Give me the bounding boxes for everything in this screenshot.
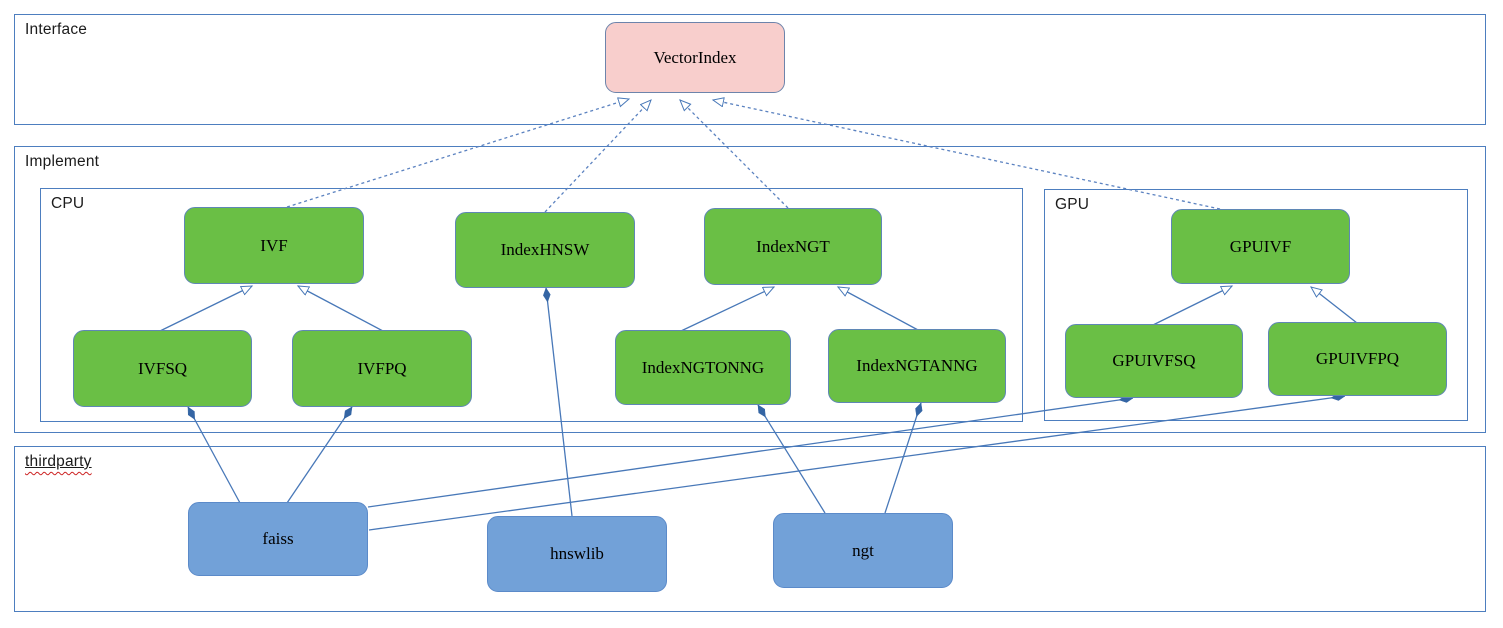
- node-ivfpq-label: IVFPQ: [357, 358, 407, 378]
- node-gpuivfsq-label: GPUIVFSQ: [1112, 351, 1196, 370]
- node-indexhnsw[interactable]: IndexHNSW: [455, 212, 635, 288]
- node-indexngtonng[interactable]: IndexNGTONNG: [615, 330, 791, 405]
- node-ivf[interactable]: IVF: [184, 207, 364, 284]
- node-indexngt[interactable]: IndexNGT: [704, 208, 882, 285]
- thirdparty-section-label: thirdparty: [25, 453, 92, 470]
- node-ngt[interactable]: ngt: [773, 513, 953, 588]
- node-ivfpq[interactable]: IVFPQ: [292, 330, 472, 407]
- node-hnswlib[interactable]: hnswlib: [487, 516, 667, 592]
- node-gpuivfpq[interactable]: GPUIVFPQ: [1268, 322, 1447, 396]
- implement-section-label: Implement: [25, 153, 100, 170]
- node-faiss[interactable]: faiss: [188, 502, 368, 576]
- node-faiss-label: faiss: [262, 529, 294, 548]
- node-hnswlib-label: hnswlib: [550, 544, 604, 563]
- node-gpuivfsq[interactable]: GPUIVFSQ: [1065, 324, 1243, 398]
- node-vectorindex-label: VectorIndex: [653, 47, 737, 67]
- interface-section-label: Interface: [25, 21, 88, 38]
- node-ivfsq[interactable]: IVFSQ: [73, 330, 252, 407]
- node-gpuivf-label: GPUIVF: [1229, 236, 1292, 256]
- node-ngt-label: ngt: [852, 540, 874, 560]
- node-gpuivfpq-label: GPUIVFPQ: [1315, 349, 1400, 368]
- node-indexngtanng[interactable]: IndexNGTANNG: [828, 329, 1006, 403]
- gpu-section-label: GPU: [1055, 196, 1090, 213]
- node-indexngtonng-label: IndexNGTONNG: [641, 357, 765, 377]
- node-vectorindex[interactable]: VectorIndex: [605, 22, 785, 93]
- node-ivf-label: IVF: [260, 235, 288, 255]
- cpu-section-label: CPU: [51, 195, 85, 212]
- node-gpuivf[interactable]: GPUIVF: [1171, 209, 1350, 284]
- node-indexngt-label: IndexNGT: [756, 236, 830, 256]
- node-indexhnsw-label: IndexHNSW: [500, 240, 590, 259]
- node-ivfsq-label: IVFSQ: [137, 358, 188, 378]
- node-indexngtanng-label: IndexNGTANNG: [856, 356, 978, 375]
